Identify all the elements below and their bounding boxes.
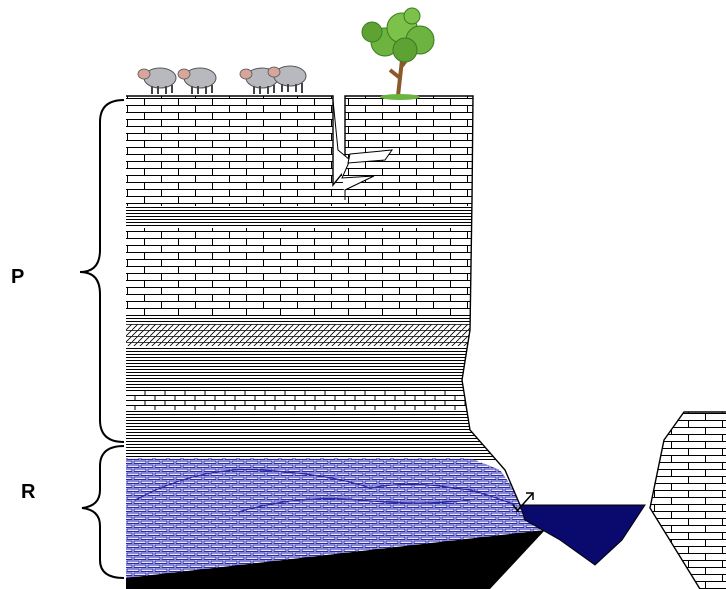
zone-label-p: P (11, 266, 24, 289)
hatched-layer (120, 324, 550, 346)
limestone-layer-middle (120, 228, 550, 316)
shale-band-3 (120, 346, 550, 390)
shale-band-1 (120, 206, 550, 228)
brace-icon-lower (82, 446, 124, 578)
thin-limestone-layer (120, 390, 550, 410)
tree-icon (362, 8, 434, 100)
shale-band-2 (120, 316, 550, 324)
brace-icon (80, 100, 124, 442)
sheep-icon (138, 68, 176, 94)
cliff-strata (120, 96, 550, 580)
zone-label-r: R (21, 481, 35, 504)
shale-band-4 (120, 410, 550, 460)
sheep-icon (178, 68, 216, 94)
limestone-layer-top (120, 96, 550, 206)
